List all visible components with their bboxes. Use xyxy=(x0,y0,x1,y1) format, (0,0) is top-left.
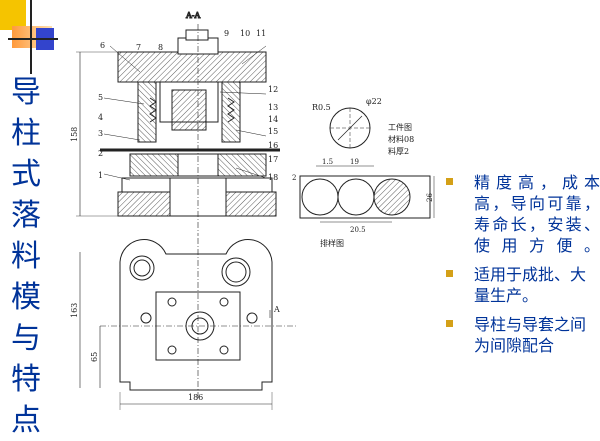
dim-158: 158 xyxy=(70,127,79,142)
strip-dim-20-5: 20.5 xyxy=(350,226,366,234)
cut-mark: A xyxy=(273,305,280,314)
part-11: 11 xyxy=(256,29,266,38)
bullet-text: 导柱与导套之间为间隙配合 xyxy=(474,315,587,355)
slide-title: 导柱式落料模与特点 xyxy=(11,75,41,438)
bullet-text: 精度高，成本高，导向可靠，寿命长，安装、使用方便。 xyxy=(474,173,600,255)
part-1: 1 xyxy=(98,171,103,180)
workpiece-caption: 工件图 xyxy=(388,122,412,132)
part-16: 16 xyxy=(268,141,278,150)
workpiece-diameter: φ22 xyxy=(366,97,382,106)
die-drawing: A-A 158 6 xyxy=(70,11,435,410)
dim-65: 65 xyxy=(90,352,99,362)
strip-caption: 排样图 xyxy=(320,238,344,248)
part-7: 7 xyxy=(136,43,141,52)
list-item: 导柱与导套之间为间隙配合 xyxy=(444,314,600,356)
strip-dim-1-5: 1.5 xyxy=(322,158,333,166)
strip-dim-19: 19 xyxy=(350,158,359,166)
dim-186: 186 xyxy=(188,393,203,402)
workpiece-drawing xyxy=(329,107,371,149)
plan-view xyxy=(79,238,296,410)
section-view: A-A xyxy=(76,11,280,236)
corner-deco-yellow xyxy=(0,0,26,30)
part-17: 17 xyxy=(268,155,278,164)
part-3: 3 xyxy=(98,129,103,138)
part-4: 4 xyxy=(98,113,103,122)
workpiece-thickness: 料厚2 xyxy=(388,146,409,156)
list-item: 精度高，成本高，导向可靠，寿命长，安装、使用方便。 xyxy=(444,172,600,256)
part-5: 5 xyxy=(98,93,103,102)
corner-deco-line-h xyxy=(8,38,58,40)
bullet-square-icon xyxy=(446,178,453,185)
strip-dim-2: 2 xyxy=(292,174,296,182)
bullet-text: 适用于成批、大量生产。 xyxy=(474,265,587,305)
part-12: 12 xyxy=(268,85,278,94)
strip-dim-26: 26 xyxy=(426,193,434,202)
part-9: 9 xyxy=(224,29,229,38)
part-15: 15 xyxy=(268,127,278,136)
part-13: 13 xyxy=(268,103,278,112)
part-14: 14 xyxy=(268,115,278,124)
dim-163: 163 xyxy=(70,303,79,318)
strip-layout-drawing xyxy=(299,165,435,223)
part-6: 6 xyxy=(100,41,105,50)
part-10: 10 xyxy=(240,29,250,38)
part-2: 2 xyxy=(98,149,103,158)
bullet-square-icon xyxy=(446,320,453,327)
section-label: A-A xyxy=(185,11,200,20)
bullet-square-icon xyxy=(446,270,453,277)
corner-deco-line-v xyxy=(30,0,32,74)
part-18: 18 xyxy=(268,173,278,182)
feature-list: 精度高，成本高，导向可靠，寿命长，安装、使用方便。 适用于成批、大量生产。 导柱… xyxy=(444,172,600,364)
workpiece-radius: R0.5 xyxy=(312,103,331,112)
part-8: 8 xyxy=(158,43,163,52)
list-item: 适用于成批、大量生产。 xyxy=(444,264,600,306)
workpiece-material: 材料08 xyxy=(388,134,414,144)
